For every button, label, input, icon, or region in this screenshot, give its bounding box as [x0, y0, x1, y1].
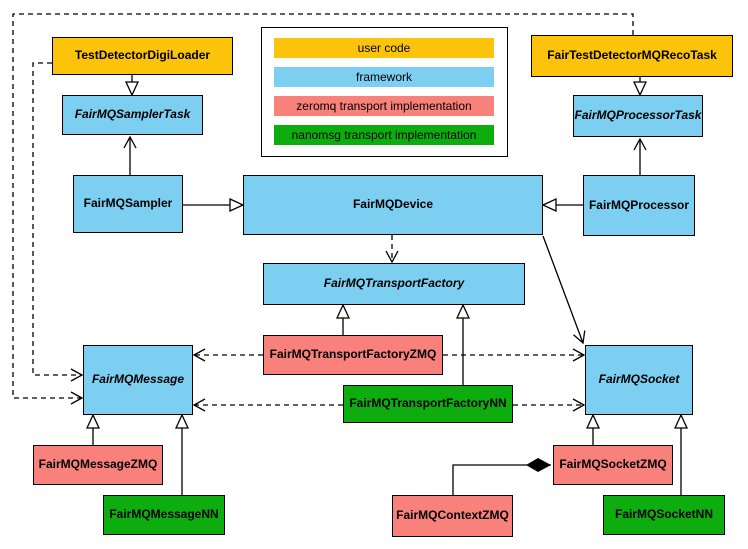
node-fairmqdevice: FairMQDevice — [243, 175, 543, 235]
node-fairmqsocket: FairMQSocket — [585, 345, 693, 415]
node-fairmqsampler: FairMQSampler — [73, 175, 183, 233]
node-fairmqprocessor: FairMQProcessor — [583, 175, 695, 236]
node-fairmqsamplertask: FairMQSamplerTask — [62, 95, 203, 135]
legend: user code framework zeromq transport imp… — [261, 27, 508, 157]
node-fairmqsocketnn: FairMQSocketNN — [603, 495, 725, 535]
node-fairmqsocketzmq: FairMQSocketZMQ — [553, 445, 673, 485]
legend-item-framework: framework — [274, 67, 494, 87]
node-fairmqtransportfactorynn: FairMQTransportFactoryNN — [343, 385, 513, 423]
node-fairmqmessagenn: FairMQMessageNN — [103, 495, 225, 535]
node-fairmqtransportfactory: FairMQTransportFactory — [263, 263, 525, 305]
legend-item-nanomsg: nanomsg transport implementation — [274, 125, 494, 145]
node-testdetectordigiloader: TestDetectorDigiLoader — [52, 37, 233, 75]
legend-item-user-code: user code — [274, 38, 494, 58]
node-fairmqcontextzmq: FairMQContextZMQ — [392, 495, 513, 537]
node-fairmqtransportfactoryzmq: FairMQTransportFactoryZMQ — [263, 335, 443, 375]
edge-dep-recotask-message — [12, 13, 634, 405]
node-fairmqmessage: FairMQMessage — [83, 345, 193, 415]
node-fairmqprocessortask: FairMQProcessorTask — [573, 95, 703, 137]
legend-item-zeromq: zeromq transport implementation — [274, 96, 494, 116]
node-fairmqmessagezmq: FairMQMessageZMQ — [33, 445, 163, 485]
edge-dep-digiloader-message — [32, 62, 84, 382]
node-fairtestdetectormqrecotask: FairTestDetectorMQRecoTask — [531, 35, 733, 77]
edge-assoc-device-socket — [542, 235, 586, 345]
edge-comp-contextzmq-socketzmq — [452, 458, 551, 495]
